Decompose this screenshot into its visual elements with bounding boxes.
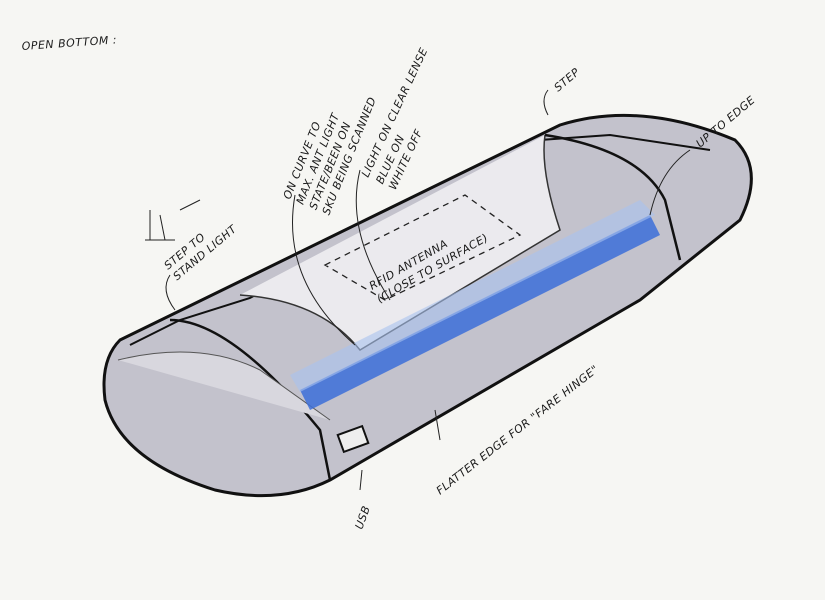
note-usb: USB [353, 504, 373, 531]
note-open-bottom: OPEN BOTTOM : [21, 33, 117, 53]
leader-lines [145, 89, 691, 491]
device-body [102, 113, 753, 498]
usb-port [336, 424, 370, 454]
light-glow [290, 200, 655, 392]
rfid-antenna-outline [323, 194, 522, 301]
blue-light-strip [300, 215, 660, 410]
note-step: STEP [552, 66, 583, 95]
